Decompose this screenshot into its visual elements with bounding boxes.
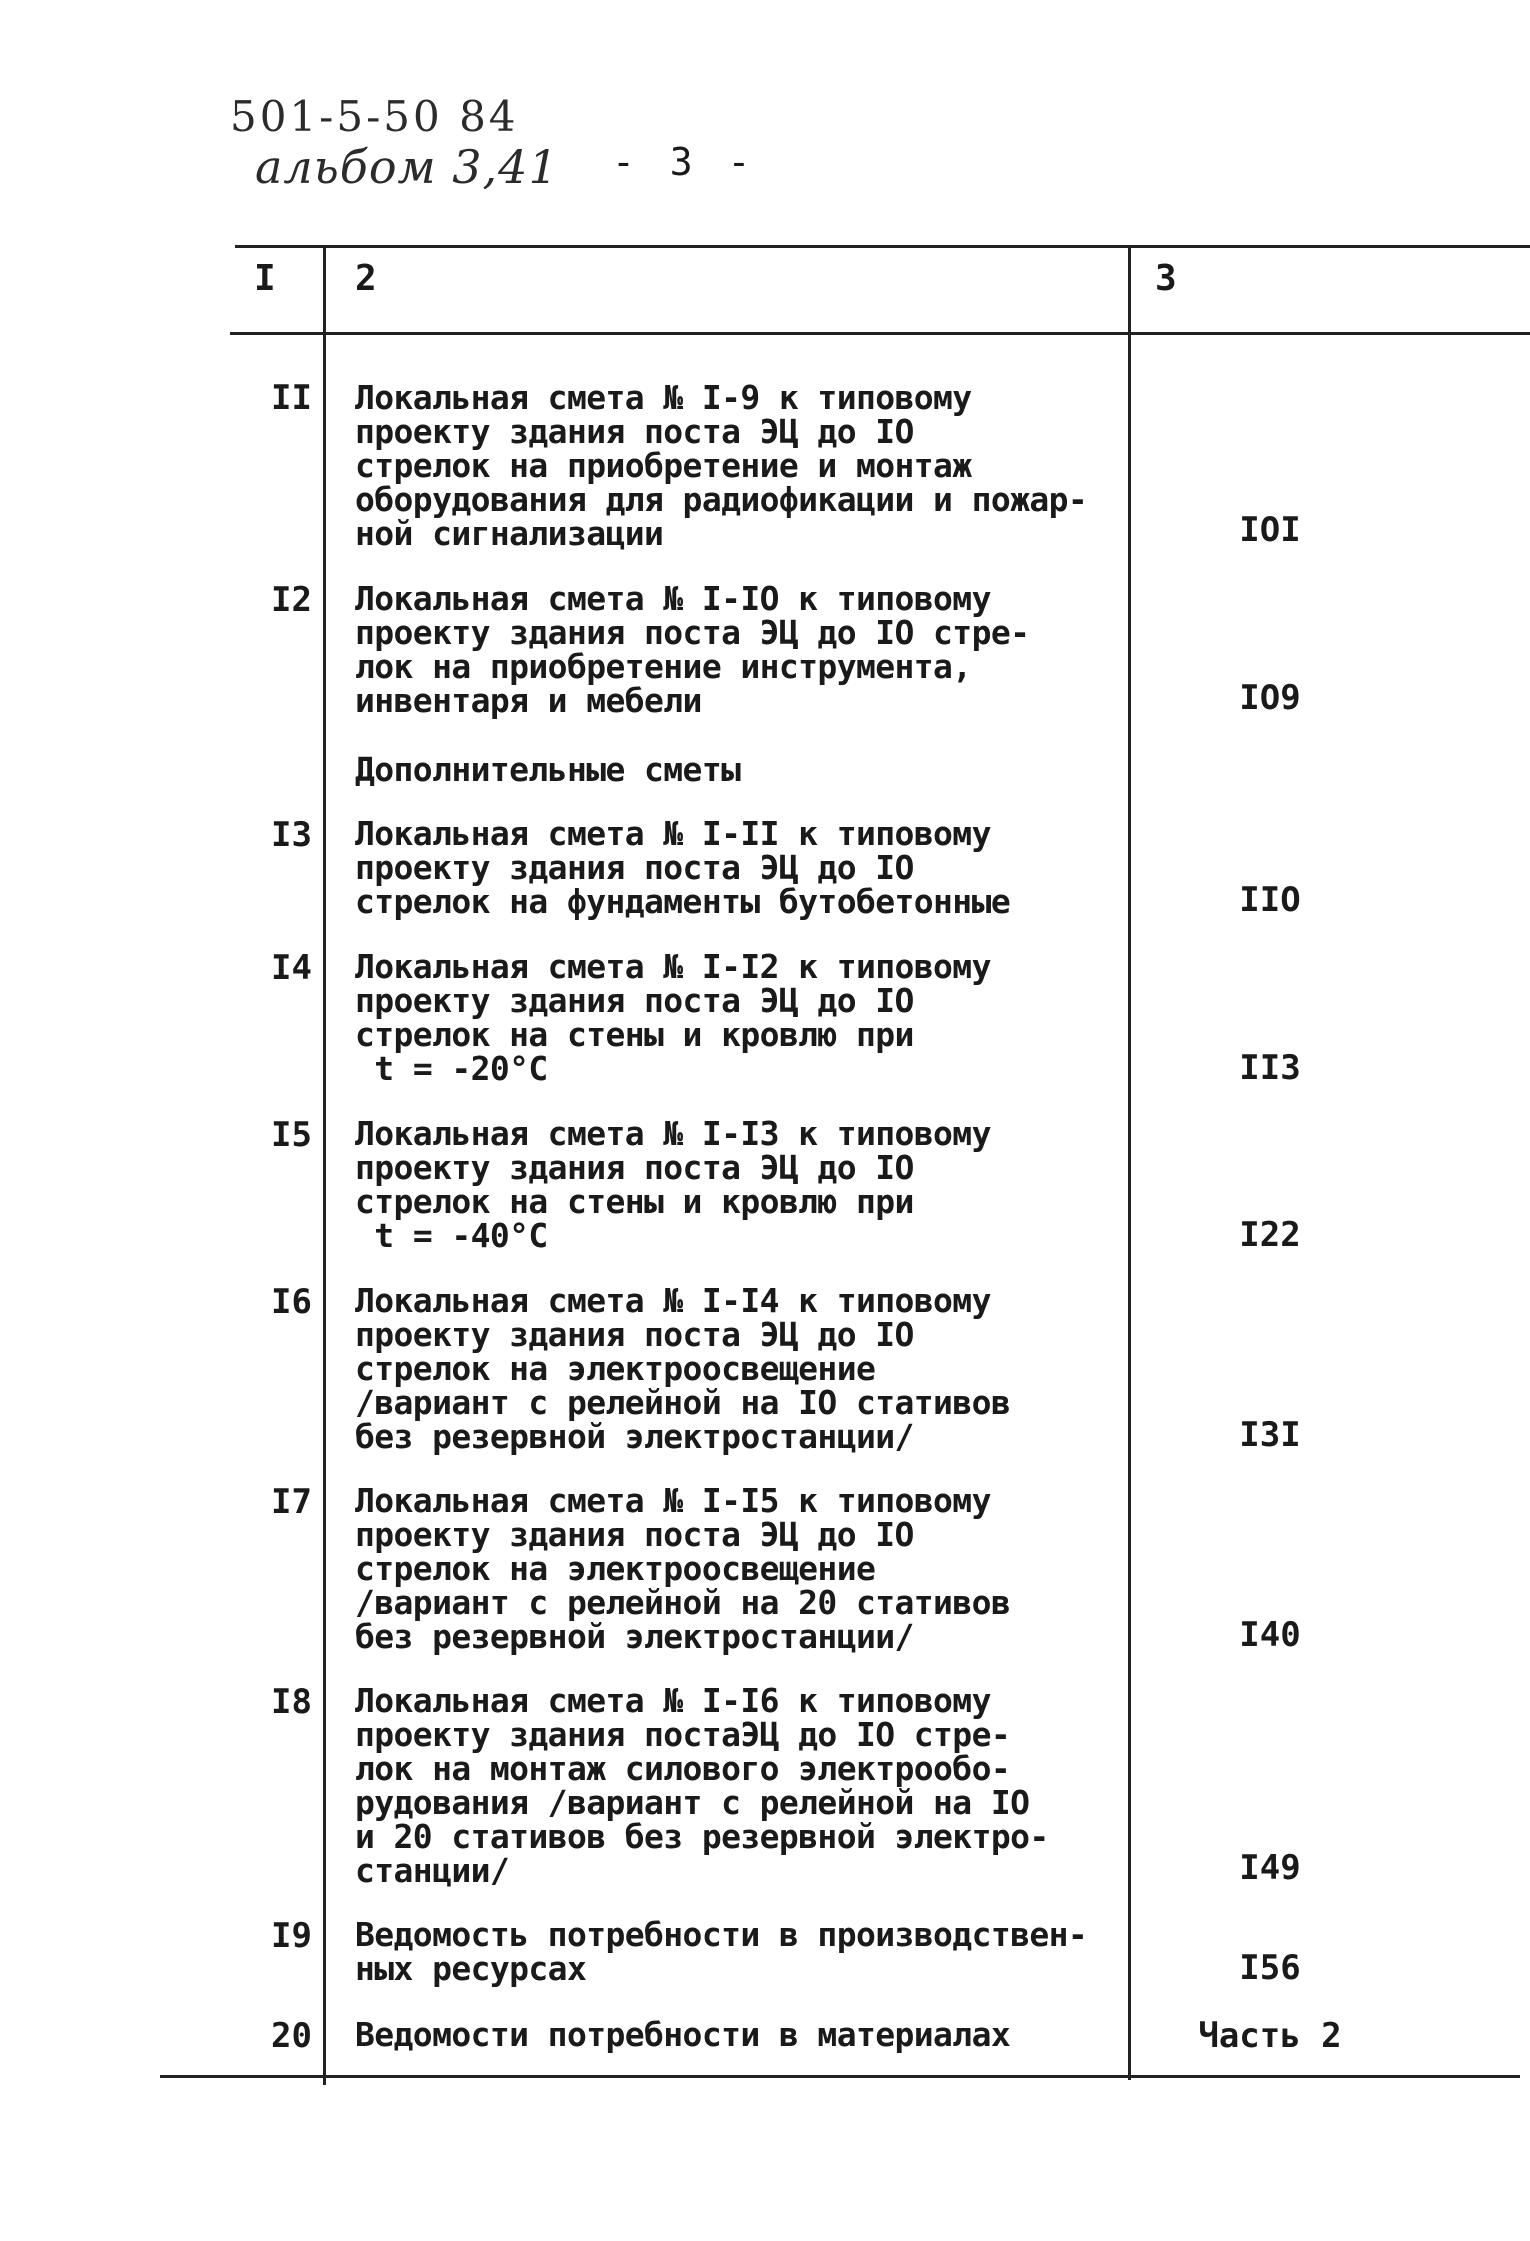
table-header-rule <box>230 332 1530 335</box>
row-page: I56 <box>1239 1948 1301 1988</box>
row-number: 20 <box>271 2016 312 2056</box>
column-header-2: 2 <box>355 258 377 299</box>
row-title: Локальная смета № I-9 к типовому проекту… <box>355 378 1088 553</box>
row-title: Локальная смета № I-I6 к типовому проект… <box>355 1681 1049 1890</box>
row-page: I49 <box>1239 1848 1301 1888</box>
row-page: II3 <box>1239 1048 1301 1088</box>
column-divider-1 <box>323 245 326 2085</box>
column-header-1: I <box>254 258 276 299</box>
row-title: Ведомости потребности в материалах <box>355 2015 1011 2054</box>
row-title: Локальная смета № I-II к типовому проект… <box>355 814 1011 921</box>
row-page: IO9 <box>1239 678 1301 718</box>
row-number: I7 <box>271 1482 312 1522</box>
row-title: Локальная смета № I-I4 к типовому проект… <box>355 1281 1011 1456</box>
row-number: I2 <box>271 580 312 620</box>
row-number: I9 <box>271 1916 312 1956</box>
row-page: I3I <box>1239 1415 1301 1455</box>
row-page: IOI <box>1239 510 1301 550</box>
row-number: I6 <box>271 1282 312 1322</box>
row-page: IIO <box>1239 880 1301 920</box>
page-number: - 3 - <box>612 140 757 184</box>
row-title: Локальная смета № I-I3 к типовому проект… <box>355 1114 991 1255</box>
row-title: Ведомость потребности в производствен- н… <box>355 1915 1088 1988</box>
row-number: I5 <box>271 1115 312 1155</box>
row-page: Часть 2 <box>1198 2016 1342 2056</box>
row-number: II <box>271 378 312 418</box>
album-number: альбом 3,41 <box>255 140 559 194</box>
row-number: I4 <box>271 948 312 988</box>
table-bottom-rule <box>160 2075 1520 2078</box>
row-number: I8 <box>271 1682 312 1722</box>
row-page: I22 <box>1239 1215 1301 1255</box>
row-title: Локальная смета № I-I2 к типовому проект… <box>355 947 991 1088</box>
row-page: I40 <box>1239 1615 1301 1655</box>
row-title: Локальная смета № I-I5 к типовому проект… <box>355 1481 1011 1656</box>
document-code: 501-5-50 84 <box>230 92 519 141</box>
section-subheading: Дополнительные сметы <box>355 750 741 789</box>
row-number: I3 <box>271 815 312 855</box>
row-title: Локальная смета № I-IO к типовому проект… <box>355 579 1030 720</box>
table-top-rule <box>235 245 1530 248</box>
column-header-3: 3 <box>1155 258 1177 299</box>
column-divider-2 <box>1128 245 1131 2080</box>
